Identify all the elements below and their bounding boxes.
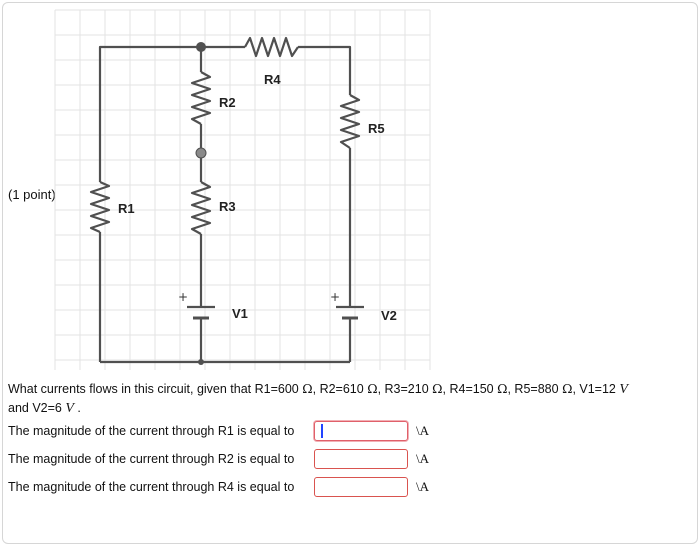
resistor-r5	[339, 94, 361, 149]
node-top	[196, 42, 206, 52]
node-bottom	[198, 359, 204, 365]
text-caret	[321, 424, 323, 438]
label-r2: R2	[219, 95, 236, 110]
unit-r2: \A	[416, 451, 429, 466]
resistor-r3	[190, 181, 212, 235]
circuit-diagram: R4 R2 R5 R1 R3 V1 V2 + +	[54, 9, 431, 370]
node-middle	[195, 147, 207, 159]
label-v1: V1	[232, 306, 248, 321]
answer-row-r1: The magnitude of the current through R1 …	[8, 419, 468, 443]
answer-row-r2: The magnitude of the current through R2 …	[8, 447, 468, 471]
label-r1: R1	[118, 201, 135, 216]
answer-row-r4: The magnitude of the current through R4 …	[8, 475, 468, 499]
prompt-r1: The magnitude of the current through R1 …	[8, 424, 295, 438]
point-label: (1 point)	[8, 187, 56, 202]
grid	[54, 9, 431, 370]
resistor-r2	[190, 71, 212, 125]
unit-r4: \A	[416, 479, 429, 494]
current-r2-input[interactable]	[314, 449, 408, 469]
question-text: What currents flows in this circuit, giv…	[8, 381, 628, 416]
plus-v1: +	[178, 290, 188, 304]
prompt-r4: The magnitude of the current through R4 …	[8, 480, 295, 494]
label-r4: R4	[264, 72, 281, 87]
prompt-r2: The magnitude of the current through R2 …	[8, 452, 295, 466]
resistor-r4	[244, 36, 299, 58]
plus-v2: +	[330, 290, 340, 304]
resistor-r1	[89, 180, 111, 234]
label-r3: R3	[219, 199, 236, 214]
label-v2: V2	[381, 308, 397, 323]
current-r1-input[interactable]	[314, 421, 408, 441]
current-r4-input[interactable]	[314, 477, 408, 497]
unit-r1: \A	[416, 423, 429, 438]
label-r5: R5	[368, 121, 385, 136]
